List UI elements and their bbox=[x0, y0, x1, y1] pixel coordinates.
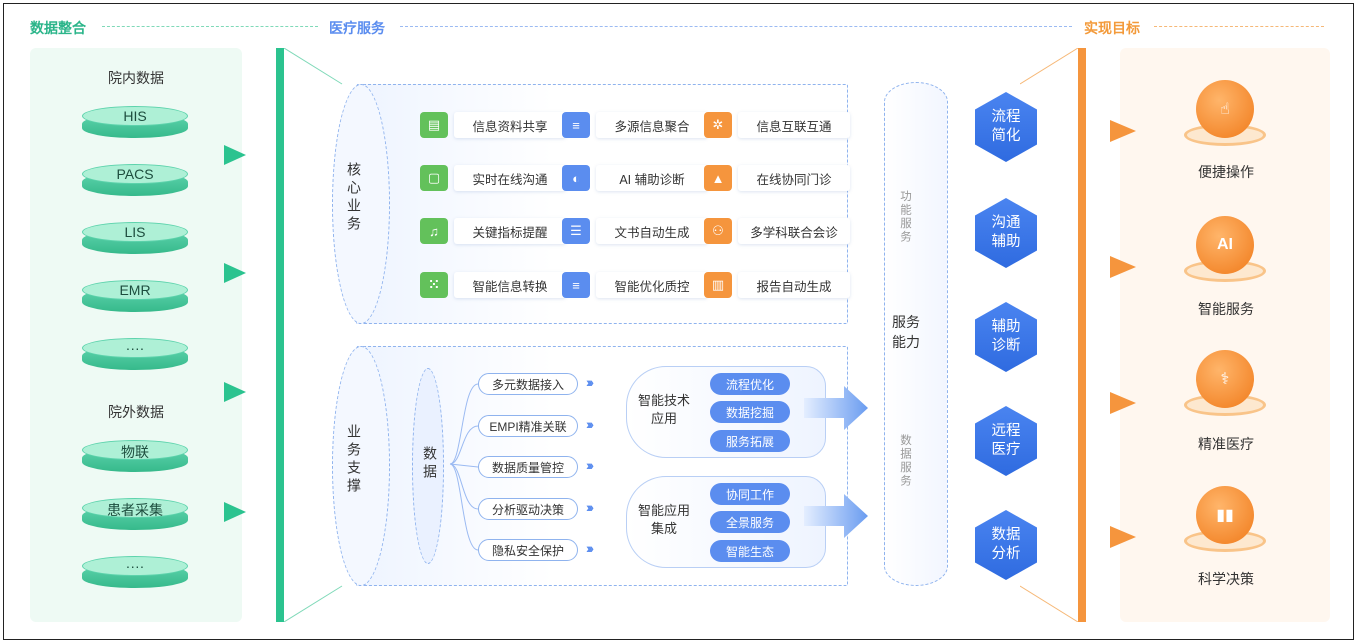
disk-iot: 物联 bbox=[82, 440, 188, 480]
brain-icon: ◐ bbox=[562, 165, 590, 191]
core-item: ▢实时在线沟通 bbox=[420, 165, 566, 191]
goal-arrow-4 bbox=[1110, 526, 1136, 548]
header-dash-1 bbox=[102, 26, 318, 27]
bell-icon: ♫ bbox=[420, 218, 448, 244]
bar-growth-icon: ▮▮ bbox=[1196, 486, 1254, 544]
external-data-title: 院外数据 bbox=[108, 404, 164, 420]
core-item: ◐AI 辅助诊断 bbox=[562, 165, 708, 191]
app-integration-label: 智能应用集成 bbox=[637, 503, 690, 536]
disk-emr: EMR bbox=[82, 280, 188, 320]
flow-arrow-3 bbox=[224, 382, 246, 402]
core-item: ▲在线协同门诊 bbox=[704, 165, 850, 191]
service-capability-label: 服务能力 bbox=[892, 314, 920, 350]
big-arrows bbox=[804, 386, 868, 538]
core-item: ▤信息资料共享 bbox=[420, 112, 566, 138]
disk-patient-collection: 患者采集 bbox=[82, 498, 188, 538]
network-icon: ✲ bbox=[704, 112, 732, 138]
core-item: ✲信息互联互通 bbox=[704, 112, 850, 138]
header-medical-service: 医疗服务 bbox=[329, 20, 385, 36]
data-branch-lines bbox=[449, 383, 479, 551]
database-icon: ≡ bbox=[562, 272, 590, 298]
core-item: ⁙智能信息转换 bbox=[420, 272, 566, 298]
data-item-pill: 隐私安全保护 bbox=[478, 539, 578, 561]
business-support-label: 业务支撑 bbox=[346, 424, 362, 496]
diagram-frame: 数据整合 医疗服务 实现目标 院内数据 HIS PACS LIS EMR ···… bbox=[3, 3, 1354, 640]
ai-head-icon: AI bbox=[1196, 216, 1254, 274]
data-service-label: 数据服务 bbox=[899, 434, 911, 488]
disk-more-external: ···· bbox=[82, 556, 188, 596]
disk-his: HIS bbox=[82, 106, 188, 146]
hex-data-analysis: 数据分析 bbox=[975, 510, 1037, 580]
header-goal: 实现目标 bbox=[1084, 20, 1140, 36]
header-dash-3 bbox=[1154, 26, 1324, 27]
touch-icon: ☝ bbox=[1196, 80, 1254, 138]
chart-icon: ⁙ bbox=[420, 272, 448, 298]
green-divider bbox=[276, 48, 284, 622]
data-label: 数据 bbox=[422, 446, 438, 482]
report-icon: ▥ bbox=[704, 272, 732, 298]
group-icon: ⚇ bbox=[704, 218, 732, 244]
app-pill: 智能生态 bbox=[710, 540, 790, 562]
tech-pill: 流程优化 bbox=[710, 373, 790, 395]
disk-lis: LIS bbox=[82, 222, 188, 262]
header-data-integration: 数据整合 bbox=[30, 20, 86, 36]
data-item-pill: 多元数据接入 bbox=[478, 373, 578, 395]
chevrons-icon: ››› bbox=[586, 540, 594, 556]
flow-arrow-2 bbox=[224, 263, 246, 283]
goal-arrow-1 bbox=[1110, 120, 1136, 142]
tech-pill: 服务拓展 bbox=[710, 430, 790, 452]
core-item: ▥报告自动生成 bbox=[704, 272, 850, 298]
data-cylinder bbox=[412, 368, 444, 564]
app-pill: 协同工作 bbox=[710, 483, 790, 505]
service-capability-cylinder bbox=[884, 82, 948, 586]
data-integration-panel: 院内数据 HIS PACS LIS EMR ···· 院外数据 物联 患者采集 … bbox=[30, 48, 242, 622]
internal-data-title: 院内数据 bbox=[108, 70, 164, 86]
goal-label: 精准医疗 bbox=[1198, 436, 1254, 452]
team-icon: ▲ bbox=[704, 165, 732, 191]
core-item: ≡多源信息聚合 bbox=[562, 112, 708, 138]
app-pill: 全景服务 bbox=[710, 511, 790, 533]
disk-more-internal: ···· bbox=[82, 338, 188, 378]
flow-arrow-1 bbox=[224, 145, 246, 165]
data-item-pill: EMPI精准关联 bbox=[478, 415, 578, 437]
data-item-pill: 数据质量管控 bbox=[478, 456, 578, 478]
chat-icon: ▢ bbox=[420, 165, 448, 191]
data-item-pill: 分析驱动决策 bbox=[478, 498, 578, 520]
flow-arrow-4 bbox=[224, 502, 246, 522]
core-item: ⚇多学科联合会诊 bbox=[704, 218, 850, 244]
core-item: ♫关键指标提醒 bbox=[420, 218, 566, 244]
funnel-lines-orange bbox=[1020, 48, 1079, 622]
chevrons-icon: ››› bbox=[586, 374, 594, 390]
disk-pacs: PACS bbox=[82, 164, 188, 204]
goal-label: 智能服务 bbox=[1198, 301, 1254, 317]
function-service-label: 功能服务 bbox=[899, 190, 911, 244]
funnel-lines bbox=[284, 48, 343, 622]
tech-pill: 数据挖掘 bbox=[710, 401, 790, 423]
core-business-cylinder bbox=[332, 84, 390, 324]
document-icon: ☰ bbox=[562, 218, 590, 244]
database-icon: ≡ bbox=[562, 112, 590, 138]
calendar-icon: ▤ bbox=[420, 112, 448, 138]
core-item: ≡智能优化质控 bbox=[562, 272, 708, 298]
goal-label: 科学决策 bbox=[1198, 571, 1254, 587]
business-support-cylinder bbox=[332, 346, 390, 586]
core-item: ☰文书自动生成 bbox=[562, 218, 708, 244]
orange-divider bbox=[1078, 48, 1086, 622]
goal-arrow-3 bbox=[1110, 392, 1136, 414]
chevrons-icon: ››› bbox=[586, 457, 594, 473]
chevrons-icon: ››› bbox=[586, 499, 594, 515]
goal-arrow-2 bbox=[1110, 256, 1136, 278]
tech-application-label: 智能技术应用 bbox=[637, 393, 690, 426]
goal-label: 便捷操作 bbox=[1198, 164, 1254, 180]
core-business-label: 核心业务 bbox=[346, 162, 362, 234]
dna-icon: ⚕ bbox=[1196, 350, 1254, 408]
header-dash-2 bbox=[400, 26, 1072, 27]
chevrons-icon: ››› bbox=[586, 416, 594, 432]
